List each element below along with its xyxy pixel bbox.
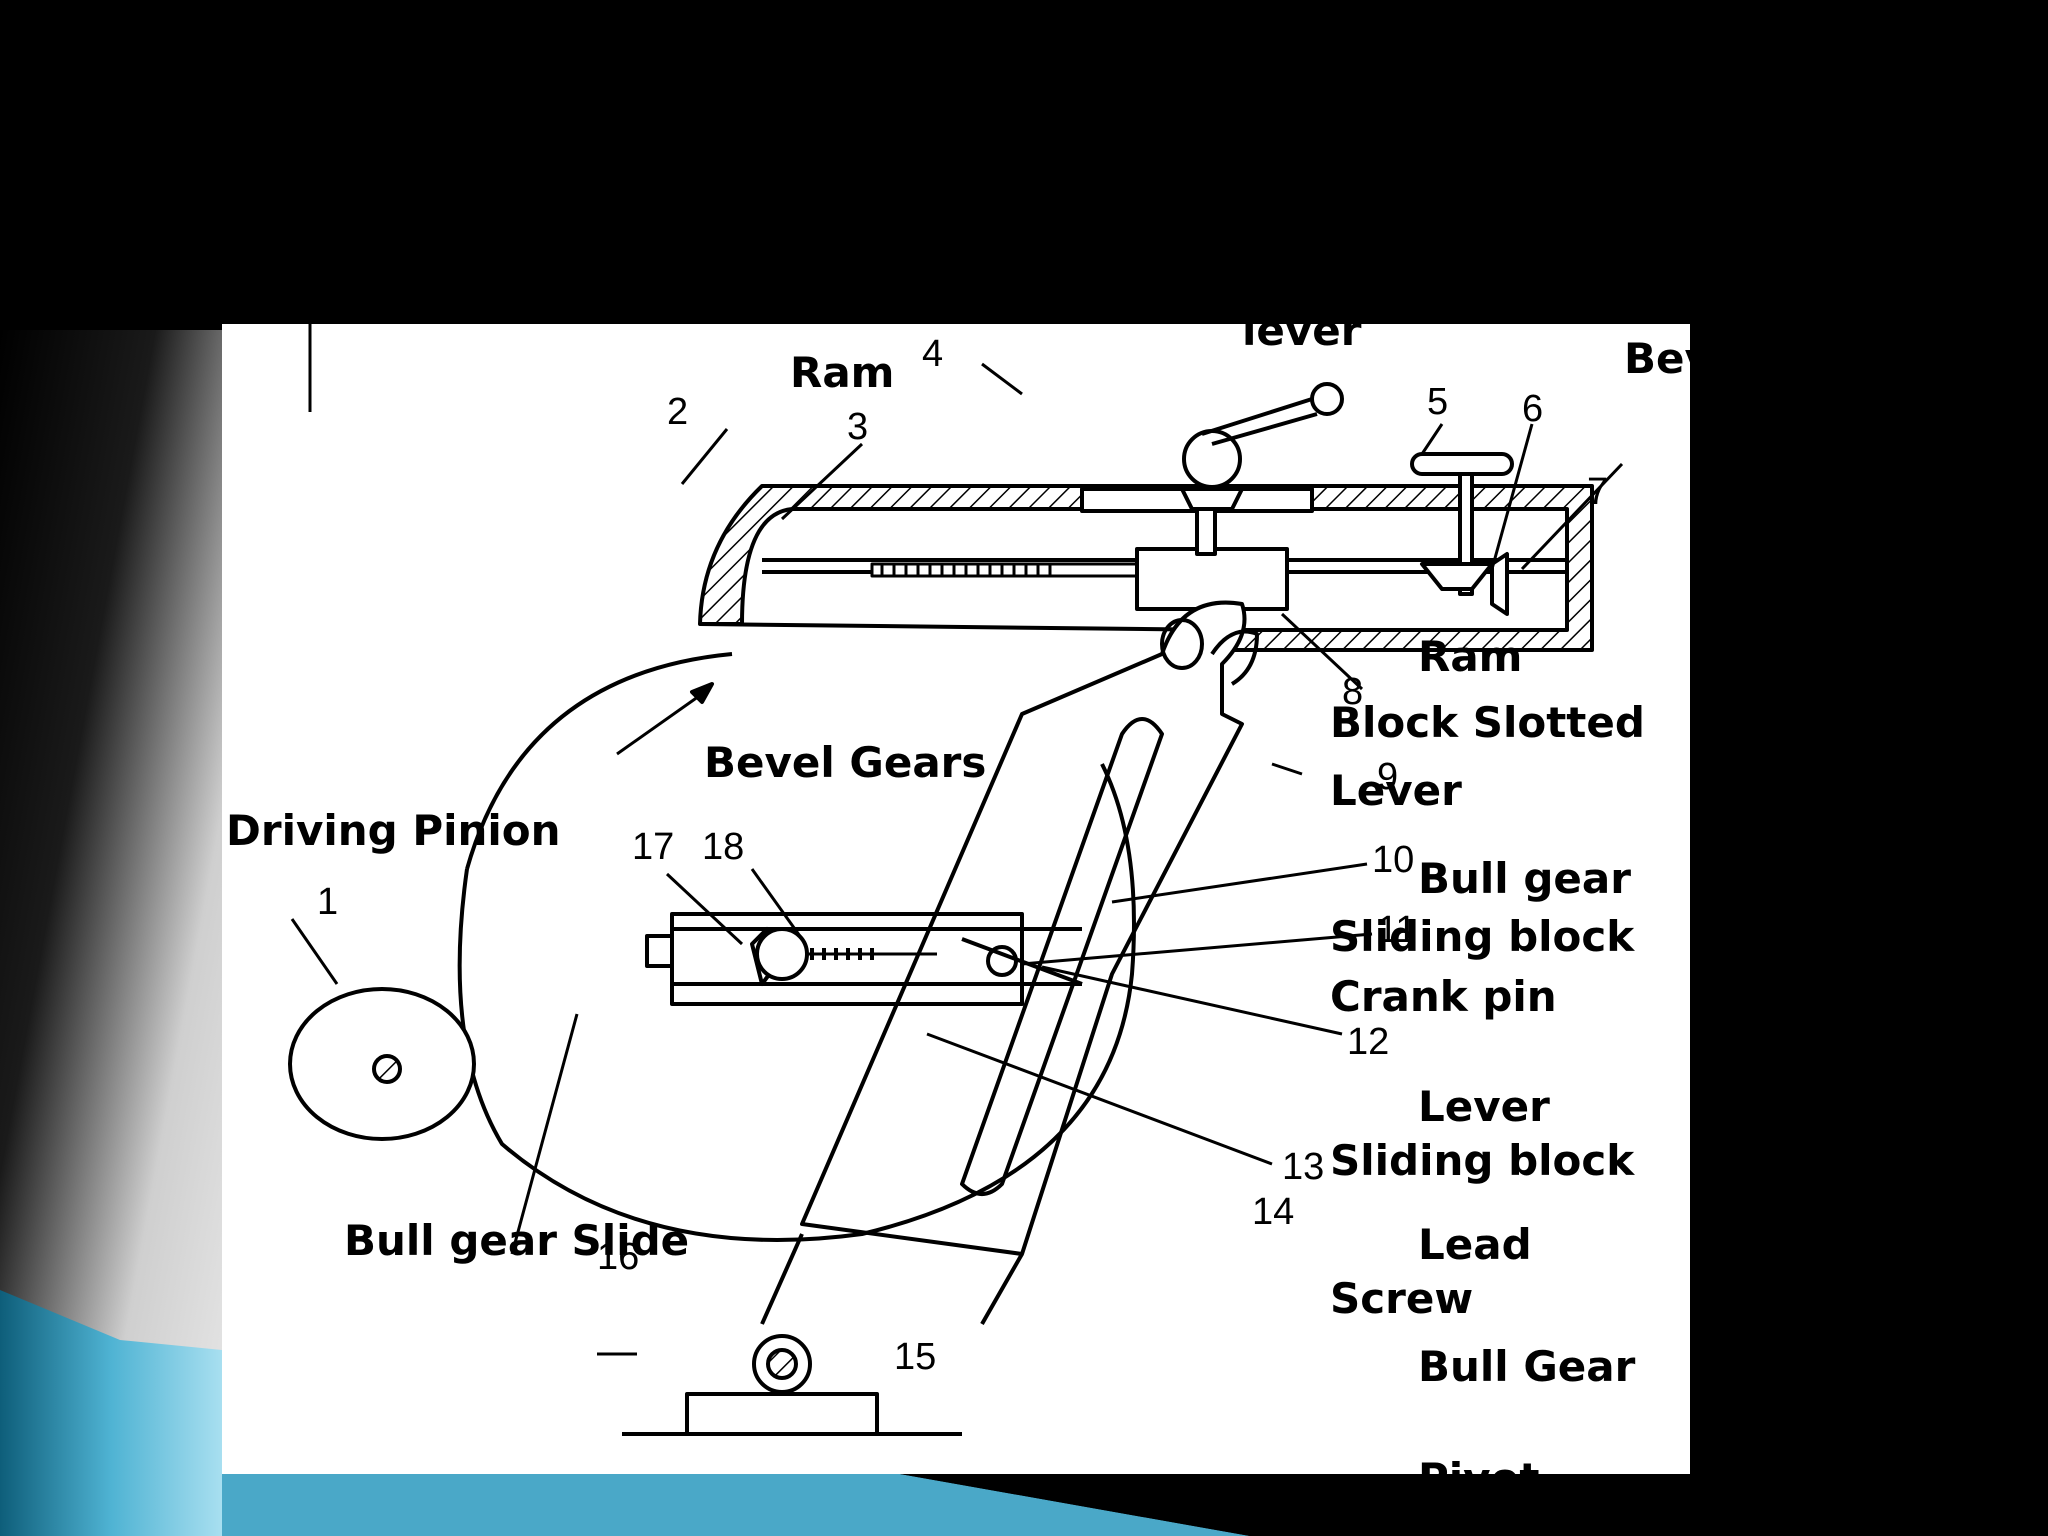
slide-title	[360, 40, 1700, 240]
label-bevel-gears: Bevel Gears	[704, 738, 987, 787]
num-4: 4	[922, 333, 943, 375]
num-7: 7	[1587, 471, 1608, 513]
label-sliding-block: Sliding block	[1330, 912, 1635, 961]
num-1: 1	[317, 881, 338, 923]
label-lever-2: Lever	[1418, 1082, 1550, 1131]
num-14: 14	[1252, 1191, 1294, 1233]
num-15: 15	[894, 1336, 936, 1378]
num-3: 3	[847, 406, 868, 448]
driving-pinion	[288, 987, 476, 1141]
label-bull-gear-slide: Bull gear Slide	[344, 1216, 690, 1265]
ram-block	[1135, 547, 1289, 611]
num-12: 12	[1347, 1021, 1389, 1063]
num-18: 18	[702, 826, 744, 868]
num-5: 5	[1427, 381, 1448, 423]
label-ram-right: Ram	[1418, 632, 1523, 681]
num-13: 13	[1282, 1146, 1324, 1188]
bull-gear	[457, 652, 1136, 1242]
num-11: 11	[1377, 909, 1416, 951]
hand-wheel	[1410, 452, 1514, 616]
num-10: 10	[1372, 839, 1414, 881]
label-bevel-cut: Bev	[1624, 334, 1690, 383]
num-6: 6	[1522, 388, 1543, 430]
label-pivot-cut: Pivot	[1418, 1458, 1540, 1475]
num-2: 2	[667, 391, 688, 433]
label-lever: Lever	[1330, 766, 1462, 815]
num-17: 17	[632, 826, 674, 868]
num-8: 8	[1342, 671, 1363, 713]
label-lead: Lead	[1418, 1220, 1532, 1269]
num-16: 16	[597, 1236, 639, 1278]
label-block-slotted: Block Slotted	[1330, 698, 1645, 747]
label-bull-gear-cap: Bull Gear	[1418, 1342, 1636, 1391]
pivot	[622, 1334, 962, 1436]
mechanism-drawing: 1 2 3 4 5 6 7 8 9 10 11 12 13 14 15 16 1…	[288, 324, 1624, 1436]
shaper-mechanism-diagram: 1 2 3 4 5 6 7 8 9 10 11 12 13 14 15 16 1…	[222, 324, 1690, 1474]
part-numbers: 1 2 3 4 5 6 7 8 9 10 11 12 13 14 15 16 1…	[317, 333, 1608, 1378]
label-lever-top: lever	[1242, 324, 1362, 355]
label-bull-gear: Bull gear	[1418, 854, 1631, 903]
clamp-lever	[1180, 382, 1344, 556]
label-crank-pin: Crank pin	[1330, 972, 1557, 1021]
label-screw: Screw	[1330, 1274, 1474, 1323]
label-driving-pinion: Driving Pinion	[226, 806, 561, 855]
label-sliding-block-2: Sliding block	[1330, 1136, 1635, 1185]
label-ram-top: Ram	[790, 348, 895, 397]
num-9: 9	[1377, 756, 1398, 798]
bull-gear-slide	[645, 912, 1083, 1006]
